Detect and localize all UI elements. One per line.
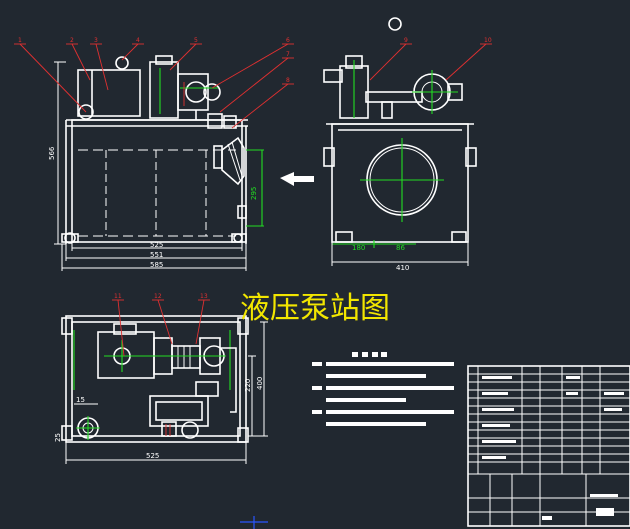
side-dimension-3: 410 — [396, 264, 409, 272]
callout-4: 4 — [136, 37, 140, 44]
callout-12: 12 — [154, 293, 162, 300]
callout-6: 6 — [286, 37, 290, 44]
side-tank-outline — [331, 123, 469, 243]
top-side-offset-dimension: 25 — [54, 433, 62, 442]
motor-outline — [77, 69, 141, 117]
front-right-dimension: 295 — [250, 187, 258, 200]
top-view: 11 12 13 525 15 25 220 400 — [54, 293, 268, 464]
top-motor — [97, 331, 155, 379]
callout-2: 2 — [70, 37, 74, 44]
top-tank-outline — [65, 315, 247, 443]
callout-1: 1 — [18, 37, 22, 44]
callout-7: 7 — [286, 51, 290, 58]
callout-11: 11 — [114, 293, 122, 300]
front-width-dimension-3: 585 — [150, 261, 163, 269]
callout-13: 13 — [200, 293, 208, 300]
side-view: 9 10 180 86 410 — [323, 17, 492, 272]
callout-9: 9 — [404, 37, 408, 44]
callout-3: 3 — [94, 37, 98, 44]
technical-notes — [312, 352, 454, 426]
callout-8: 8 — [286, 77, 290, 84]
front-width-dimension-2: 551 — [150, 251, 163, 259]
top-width-dimension: 525 — [146, 452, 159, 460]
side-cooler — [221, 136, 245, 186]
drawing-title: 液压泵站图 — [240, 291, 390, 326]
top-offset-dimension: 15 — [76, 396, 85, 404]
front-view: 295 566 525 551 585 1 2 — [14, 37, 294, 271]
title-block — [467, 365, 630, 527]
view-arrow — [280, 172, 314, 186]
front-tank-outline — [71, 119, 243, 243]
side-dimension-2: 86 — [396, 244, 405, 252]
callout-10: 10 — [484, 37, 492, 44]
front-height-dimension: 566 — [48, 146, 56, 160]
crosshair-cursor — [240, 516, 268, 529]
callout-5: 5 — [194, 37, 198, 44]
front-width-dimension-1: 525 — [150, 241, 163, 249]
side-dimension-1: 180 — [352, 244, 365, 252]
lifting-eye — [115, 56, 129, 70]
top-height-dimension-1: 220 — [244, 379, 252, 392]
top-height-dimension-2: 400 — [256, 377, 264, 390]
